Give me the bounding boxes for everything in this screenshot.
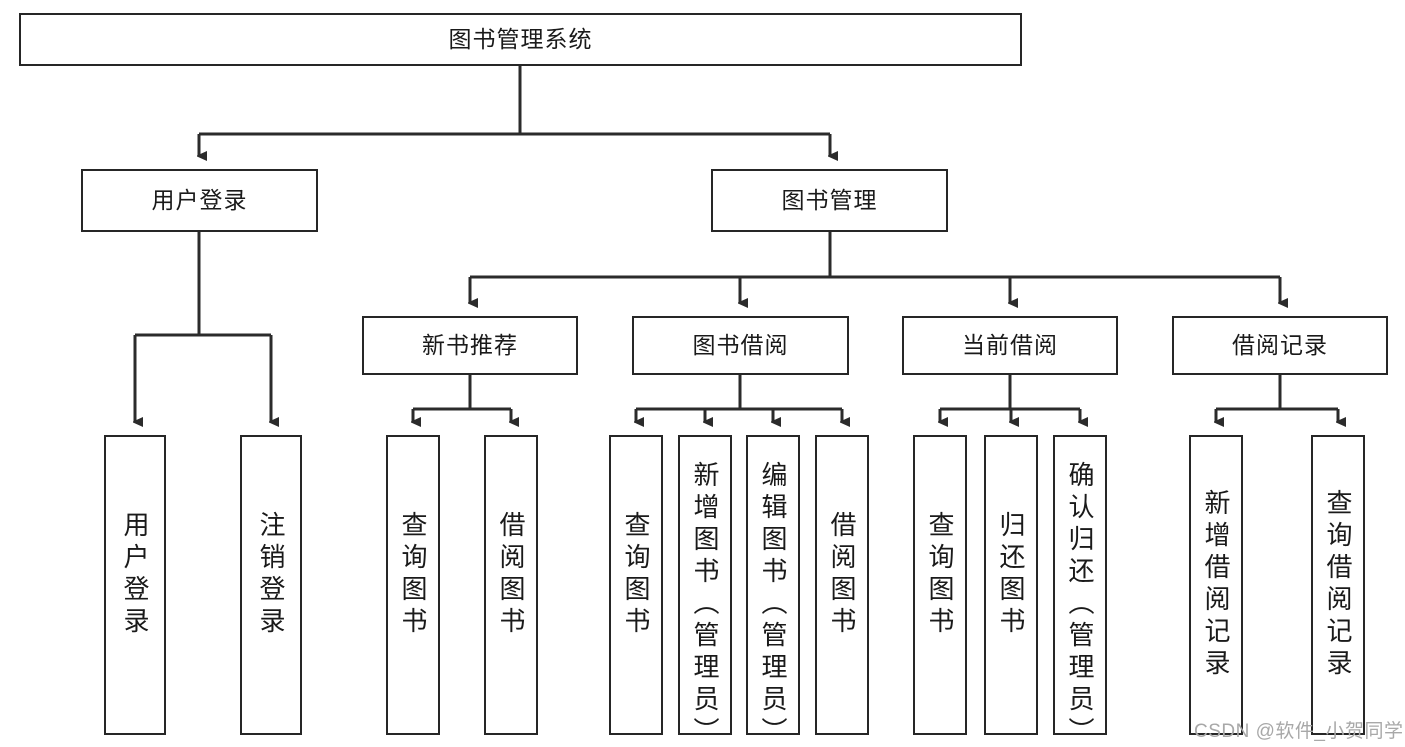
node-label-leaf-borrow-book-1: 借阅图书 — [496, 511, 526, 639]
node-leaf-user-login[interactable]: 用户登录 — [104, 435, 166, 735]
node-leaf-confirm-return[interactable]: 确认归还（管理员） — [1053, 435, 1107, 735]
node-book-manage[interactable]: 图书管理 — [711, 169, 948, 232]
node-label-borrow-record: 借阅记录 — [1232, 331, 1328, 358]
node-leaf-edit-book[interactable]: 编辑图书（管理员） — [746, 435, 800, 735]
node-label-leaf-return-book: 归还图书 — [996, 511, 1026, 639]
node-label-user-login: 用户登录 — [151, 186, 248, 213]
node-label-book-borrow: 图书借阅 — [692, 331, 789, 358]
node-leaf-add-book[interactable]: 新增图书（管理员） — [678, 435, 732, 735]
node-label-leaf-edit-book: 编辑图书（管理员） — [758, 461, 788, 735]
node-label-leaf-query-book-2: 查询图书 — [621, 511, 651, 639]
node-new-book-recommend[interactable]: 新书推荐 — [362, 316, 578, 375]
node-label-leaf-add-book: 新增图书（管理员） — [690, 461, 720, 735]
node-label-leaf-query-book-1: 查询图书 — [398, 511, 428, 639]
node-label-new-book-recommend: 新书推荐 — [422, 331, 518, 358]
node-leaf-borrow-book-1[interactable]: 借阅图书 — [484, 435, 538, 735]
node-label-leaf-confirm-return: 确认归还（管理员） — [1065, 461, 1095, 735]
csdn-watermark: CSDN @软件_小贺同学 — [1194, 721, 1404, 742]
node-leaf-borrow-book-2[interactable]: 借阅图书 — [815, 435, 869, 735]
node-leaf-query-record[interactable]: 查询借阅记录 — [1311, 435, 1365, 735]
node-user-login[interactable]: 用户登录 — [81, 169, 318, 232]
node-leaf-query-book-3[interactable]: 查询图书 — [913, 435, 967, 735]
node-root-system[interactable]: 图书管理系统 — [19, 13, 1022, 66]
node-leaf-add-record[interactable]: 新增借阅记录 — [1189, 435, 1243, 735]
node-leaf-user-logout[interactable]: 注销登录 — [240, 435, 302, 735]
node-label-leaf-user-login: 用户登录 — [120, 511, 150, 639]
node-leaf-return-book[interactable]: 归还图书 — [984, 435, 1038, 735]
node-label-leaf-query-record: 查询借阅记录 — [1323, 489, 1353, 681]
node-label-leaf-user-logout: 注销登录 — [256, 511, 286, 639]
node-leaf-query-book-2[interactable]: 查询图书 — [609, 435, 663, 735]
node-label-book-manage: 图书管理 — [781, 186, 878, 213]
node-borrow-record[interactable]: 借阅记录 — [1172, 316, 1388, 375]
node-label-root: 图书管理系统 — [448, 25, 593, 52]
node-current-borrow[interactable]: 当前借阅 — [902, 316, 1118, 375]
node-label-leaf-query-book-3: 查询图书 — [925, 511, 955, 639]
node-label-leaf-add-record: 新增借阅记录 — [1201, 489, 1231, 681]
node-label-current-borrow: 当前借阅 — [962, 331, 1058, 358]
node-leaf-query-book-1[interactable]: 查询图书 — [386, 435, 440, 735]
node-label-leaf-borrow-book-2: 借阅图书 — [827, 511, 857, 639]
node-book-borrow[interactable]: 图书借阅 — [632, 316, 849, 375]
